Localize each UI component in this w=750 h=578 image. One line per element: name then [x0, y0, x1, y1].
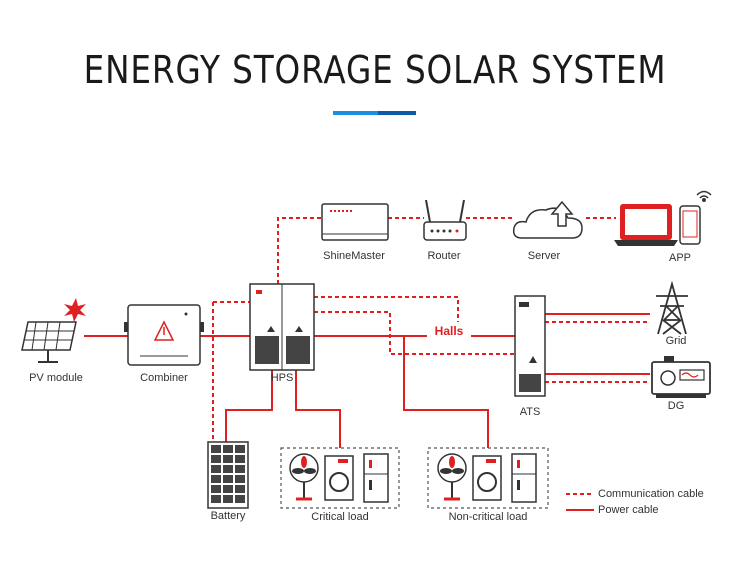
halls-sensor-label: Halls: [427, 322, 471, 340]
comm-line-hps-halls: [314, 296, 459, 322]
critical-load-group: [280, 447, 400, 509]
comm-line-hps-ats: [314, 311, 515, 355]
washing-machine-icon: [472, 455, 502, 501]
power-line-hps-critical: [295, 370, 341, 448]
label-grid: Grid: [665, 335, 687, 347]
label-combiner: Combiner: [140, 372, 188, 384]
wifi-icon: [696, 190, 712, 202]
hps-cabinet-icon: [249, 283, 315, 371]
label-dg: DG: [667, 400, 685, 412]
solar-panel-icon: [21, 298, 86, 363]
label-shinemaster: ShineMaster: [323, 250, 385, 262]
refrigerator-icon: [511, 453, 537, 503]
legend-power-label: Power cable: [598, 504, 659, 516]
legend-communication-label: Communication cable: [598, 488, 704, 500]
label-hps: HPS: [270, 372, 294, 384]
label-battery: Battery: [210, 510, 246, 522]
non-critical-load-group: [427, 447, 549, 509]
label-router: Router: [427, 250, 461, 262]
fan-icon: [437, 453, 467, 501]
title-underline-accent: [333, 111, 378, 115]
grid-tower-icon: [656, 280, 688, 335]
battery-rack-icon: [207, 441, 249, 509]
shinemaster-icon: [321, 203, 389, 241]
router-icon: [423, 199, 467, 241]
generator-icon: [651, 356, 711, 398]
combiner-box-icon: [124, 304, 204, 366]
fan-icon: [289, 453, 319, 501]
comm-line-hps-shinemaster: [277, 217, 322, 284]
phone-icon: [679, 205, 701, 245]
label-ats: ATS: [519, 406, 541, 418]
ats-cabinet-icon: [514, 295, 546, 397]
title-underline-dark: [378, 111, 416, 115]
power-line-hps-battery: [225, 370, 273, 442]
laptop-icon: [614, 204, 678, 246]
washing-machine-icon: [324, 455, 354, 501]
power-line-ats-noncritical: [403, 336, 489, 448]
label-server: Server: [527, 250, 561, 262]
page-title: ENERGY STORAGE SOLAR SYSTEM: [83, 48, 667, 92]
label-critical-load: Critical load: [311, 511, 369, 523]
label-app: APP: [668, 252, 692, 264]
label-non-critical-load: Non-critical load: [448, 511, 528, 523]
cloud-server-icon: [512, 200, 583, 239]
label-pv-module: PV module: [29, 372, 83, 384]
refrigerator-icon: [363, 453, 389, 503]
